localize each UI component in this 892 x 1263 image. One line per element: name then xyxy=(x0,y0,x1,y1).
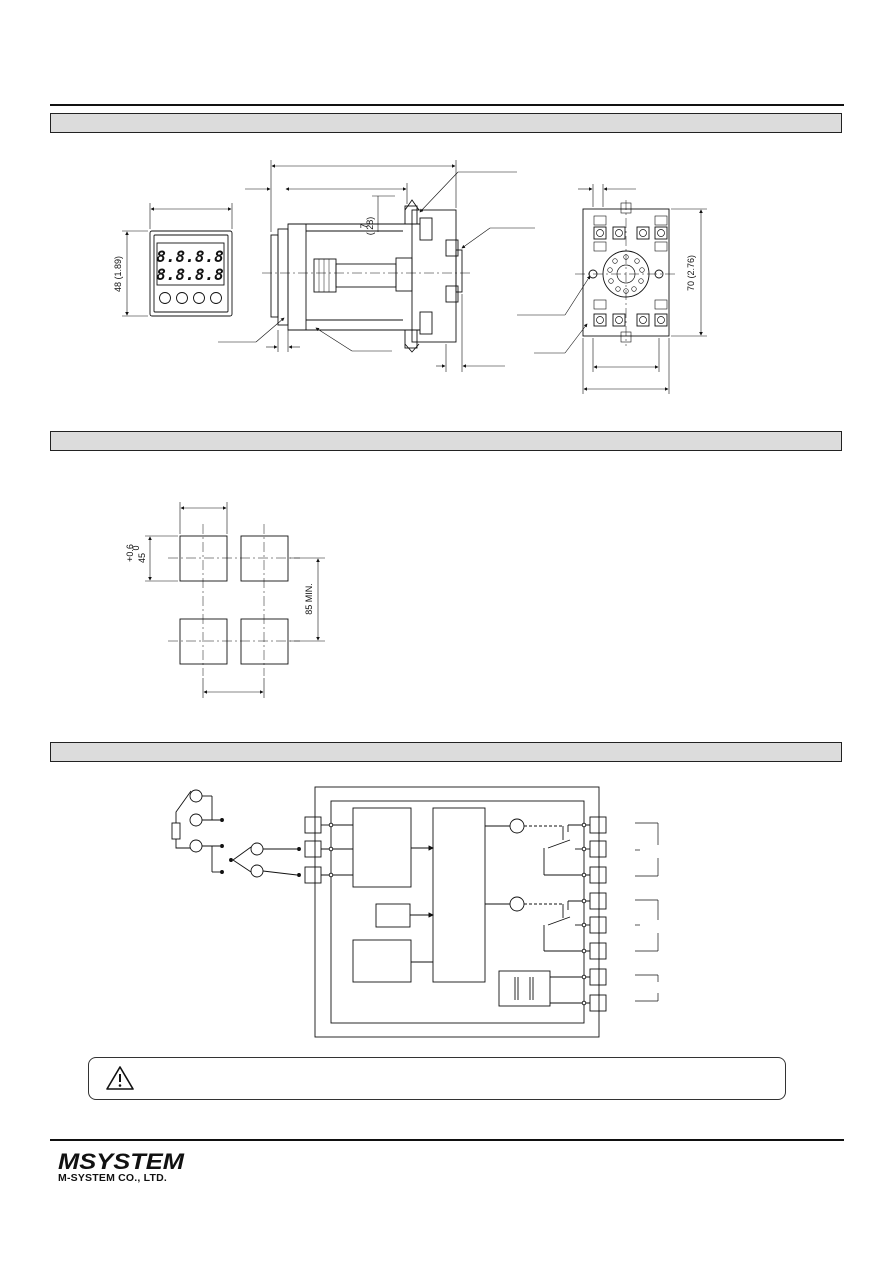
bottom-rule xyxy=(50,1139,844,1141)
side-small-dim-inch: (.28) xyxy=(365,217,375,236)
front-height-dim: 48 (1.89) xyxy=(113,256,123,292)
warning-triangle-icon xyxy=(106,1066,134,1090)
top-rule xyxy=(50,104,844,106)
front-display-bottom: 8.8.8.8 xyxy=(156,265,223,284)
company-logo: MSYSTEM M-SYSTEM CO., LTD. xyxy=(58,1150,188,1186)
logo-wordmark: MSYSTEM xyxy=(58,1150,185,1172)
side-small-dim-value: 7 xyxy=(359,223,369,228)
cutout-base-tol: 0 xyxy=(131,545,141,550)
socket-height-dim: 70 (2.76) xyxy=(686,255,696,291)
cutout-spacing-dim: 85 MIN. xyxy=(304,583,314,615)
caution-box xyxy=(88,1057,786,1100)
msystem-logo-mark: MSYSTEM xyxy=(58,1150,185,1172)
socket-view xyxy=(517,184,707,394)
front-view xyxy=(122,203,233,317)
cutout-dim: 45 xyxy=(137,553,147,563)
company-name: M-SYSTEM CO., LTD. xyxy=(58,1172,167,1184)
panel-cutout-drawing xyxy=(145,502,325,698)
section-bar-panel-cutout xyxy=(50,431,842,451)
cutout-upper-tol: +0.6 xyxy=(125,544,135,562)
connection-diagram xyxy=(171,786,659,1038)
front-display-top: 8.8.8.8 xyxy=(156,247,223,266)
section-bar-external-dimensions xyxy=(50,113,842,133)
side-view xyxy=(218,160,535,372)
section-bar-connection-diagram xyxy=(50,742,842,762)
